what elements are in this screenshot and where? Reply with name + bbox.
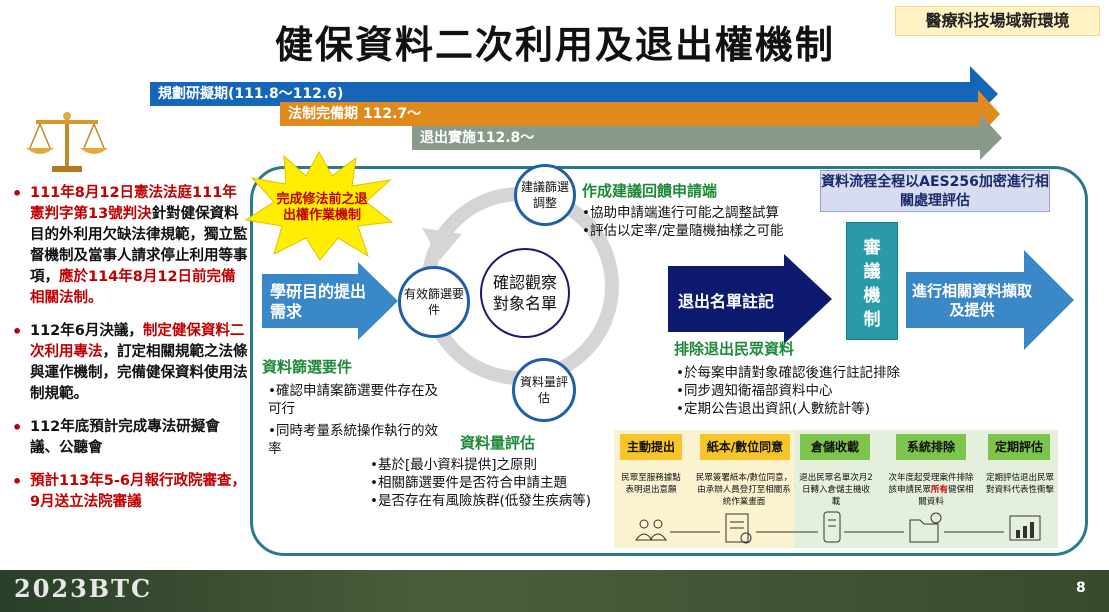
feedback-item-2: •評估以定率/定量隨機抽樣之可能: [582, 223, 784, 239]
feedback-header: 作成建議回饋申請端: [582, 182, 718, 200]
step-4-label: 系統排除: [896, 434, 966, 460]
aes-box: 資料流程全程以AES256加密進行相關處理評估: [820, 170, 1050, 212]
exit-arrow: [412, 114, 1002, 160]
step-2-label: 紙本/數位同意: [700, 434, 790, 460]
exit-list-arrow: [668, 254, 832, 344]
volume-eval-item-3: •是否存在有風險族群(低發生疾病等): [370, 493, 591, 509]
document-sign-icon: [725, 513, 752, 544]
provide-text: 進行相關資料擷取及提供: [911, 282, 1032, 319]
footer-brand: 2023BTC: [14, 574, 153, 603]
volume-eval-item-1: •基於[最小資料提供]之原則: [370, 457, 537, 473]
page-number: 8: [1076, 580, 1086, 596]
valid-circle: 有效篩選要件: [398, 266, 470, 338]
review-text: 審議機制: [863, 238, 881, 330]
volume-eval-header: 資料量評估: [460, 434, 536, 452]
screening-header: 資料篩選要件: [262, 358, 353, 376]
exclude-item-2: •同步週知衛福部資料中心: [676, 383, 833, 399]
exclude-item-1: •於每案申請對象確認後進行註記排除: [676, 365, 900, 381]
feedback-item-1: •協助申請端進行可能之調整試算: [582, 205, 779, 221]
left-point-3: 112年底預計完成專法研擬會議、公聽會: [8, 417, 248, 459]
step-3-desc: 退出民眾名單次月2日轉入倉儲主機收載: [799, 473, 873, 507]
exclude-item-3: •定期公告退出資訊(人數統計等): [676, 401, 870, 417]
step-5-desc: 定期評估退出民眾對資料代表性衝擊: [985, 473, 1054, 495]
page-title: 健保資料二次利用及退出權機制: [274, 23, 835, 67]
timeline-arrows: [150, 66, 1002, 160]
step-5-label: 定期評估: [988, 434, 1050, 460]
phone-icon: [823, 511, 841, 543]
scales-icon: [26, 112, 108, 172]
center-circle: 確認觀察對象名單: [480, 248, 570, 338]
step-icons: [635, 511, 1041, 544]
research-arrow: [262, 262, 398, 340]
volume-circle: 資料量評估: [512, 358, 576, 422]
screening-item-1: •確認申請案篩選要件存在及可行: [268, 383, 438, 417]
timeline-planning-label: 規劃研擬期(111.8～112.6): [158, 86, 344, 102]
env-badge: 醫療科技場域新環境: [895, 6, 1100, 36]
folder-gear-icon: [909, 512, 942, 543]
left-bullet-list: 111年8月12日憲法法庭111年憲判字第13號判決針對健保資料目的外利用欠缺法…: [8, 183, 248, 525]
step-1-desc: 民眾至服務據點表明退出意願: [621, 473, 681, 495]
screening-item-2: •同時考量系統操作執行的效率: [268, 423, 438, 457]
chart-screen-icon: [1009, 515, 1041, 541]
footer-bar: [0, 570, 1109, 612]
timeline-legal-label: 法制完備期 112.7～: [288, 106, 422, 122]
timeline-exit-label: 退出實施112.8～: [420, 130, 535, 146]
exclude-header: 排除退出民眾資料: [674, 340, 795, 358]
volume-eval-item-2: •相關篩選要件是否符合申請主題: [370, 475, 567, 491]
adjust-circle: 建議篩選調整: [514, 164, 576, 226]
provide-arrow: [906, 250, 1074, 350]
exit-list-text: 退出名單註記: [678, 292, 775, 311]
step-2-desc: 民眾簽署紙本/數位同意，由承辦人員登打至相關系統作業畫面: [695, 473, 793, 507]
step-4-desc: 次年度起受理案件排除該申請民眾所有健保相關資料: [888, 473, 974, 507]
research-arrow-text: 學研目的提出需求: [270, 282, 367, 321]
process-panel: [250, 166, 1088, 556]
starburst-text: 完成修法前之退出權作業機制: [276, 192, 368, 223]
left-point-2: 112年6月決議，制定健保資料二次利用專法，訂定相關規範之法條與運作機制，完備健…: [8, 321, 248, 405]
step-3-label: 倉儲收載: [800, 434, 870, 460]
starburst-shape: [244, 150, 394, 261]
step-1-label: 主動提出: [620, 434, 682, 460]
review-box: [846, 222, 898, 340]
left-point-1: 111年8月12日憲法法庭111年憲判字第13號判決針對健保資料目的外利用欠缺法…: [8, 183, 248, 309]
left-point-4: 預計113年5-6月報行政院審查，9月送立法院審議: [8, 471, 248, 513]
people-icon: [635, 519, 667, 541]
planning-arrow: [150, 66, 998, 122]
